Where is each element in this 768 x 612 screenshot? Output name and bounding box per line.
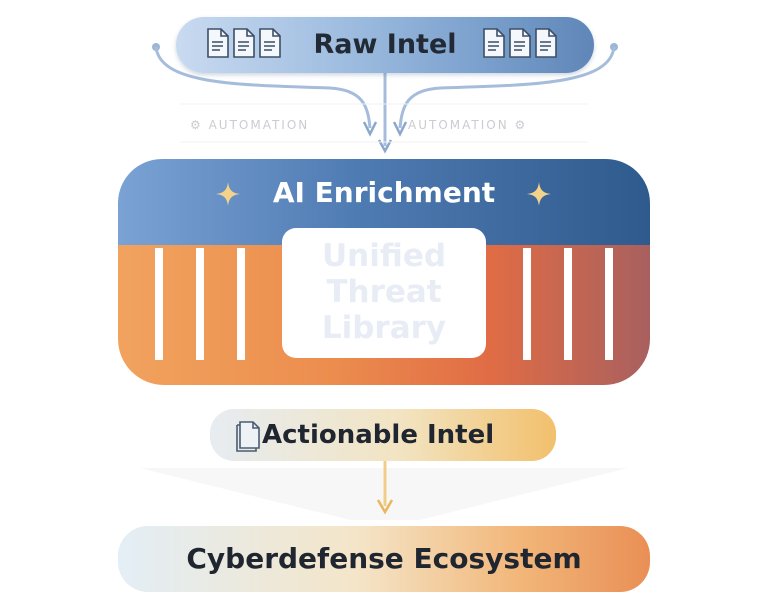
right-arrowhead bbox=[392, 121, 408, 137]
library-title-line: Threat bbox=[326, 274, 442, 310]
actionable-intel-pill bbox=[210, 409, 556, 461]
unified-threat-library-card bbox=[282, 228, 486, 358]
sparkle-icon bbox=[216, 182, 240, 206]
document-icon bbox=[509, 28, 531, 58]
document-icon bbox=[236, 421, 260, 452]
document-icon bbox=[233, 28, 255, 58]
raw-intel-label: Raw Intel bbox=[313, 29, 457, 60]
ai-enrichment-label: AI Enrichment bbox=[272, 176, 496, 209]
library-title-line: Unified bbox=[321, 238, 447, 274]
document-icon bbox=[207, 28, 229, 58]
library-slat bbox=[564, 248, 572, 360]
sparkle-icon bbox=[527, 182, 551, 206]
document-icon bbox=[259, 28, 281, 58]
document-stack-icon bbox=[482, 27, 558, 61]
automation-label-right: AUTOMATION ⚙ bbox=[408, 118, 528, 132]
document-icon bbox=[535, 28, 557, 58]
bottom-arrowhead bbox=[376, 499, 394, 515]
library-slat bbox=[155, 248, 163, 360]
library-slat bbox=[237, 248, 245, 360]
center-arrowhead bbox=[377, 139, 393, 154]
library-slat bbox=[196, 248, 204, 360]
library-slat bbox=[605, 248, 613, 360]
document-stack-icon bbox=[206, 27, 282, 61]
cyberdefense-ecosystem-pill bbox=[118, 526, 650, 592]
library-slat bbox=[523, 248, 531, 360]
library-title-line: Library bbox=[321, 310, 447, 346]
cyberdefense-ecosystem-label: Cyberdefense Ecosystem bbox=[186, 542, 582, 575]
left-arrowhead bbox=[362, 121, 378, 137]
document-icon bbox=[483, 28, 505, 58]
automation-label-left: ⚙ AUTOMATION bbox=[190, 118, 310, 132]
actionable-intel-label: Actionable Intel bbox=[262, 420, 495, 450]
